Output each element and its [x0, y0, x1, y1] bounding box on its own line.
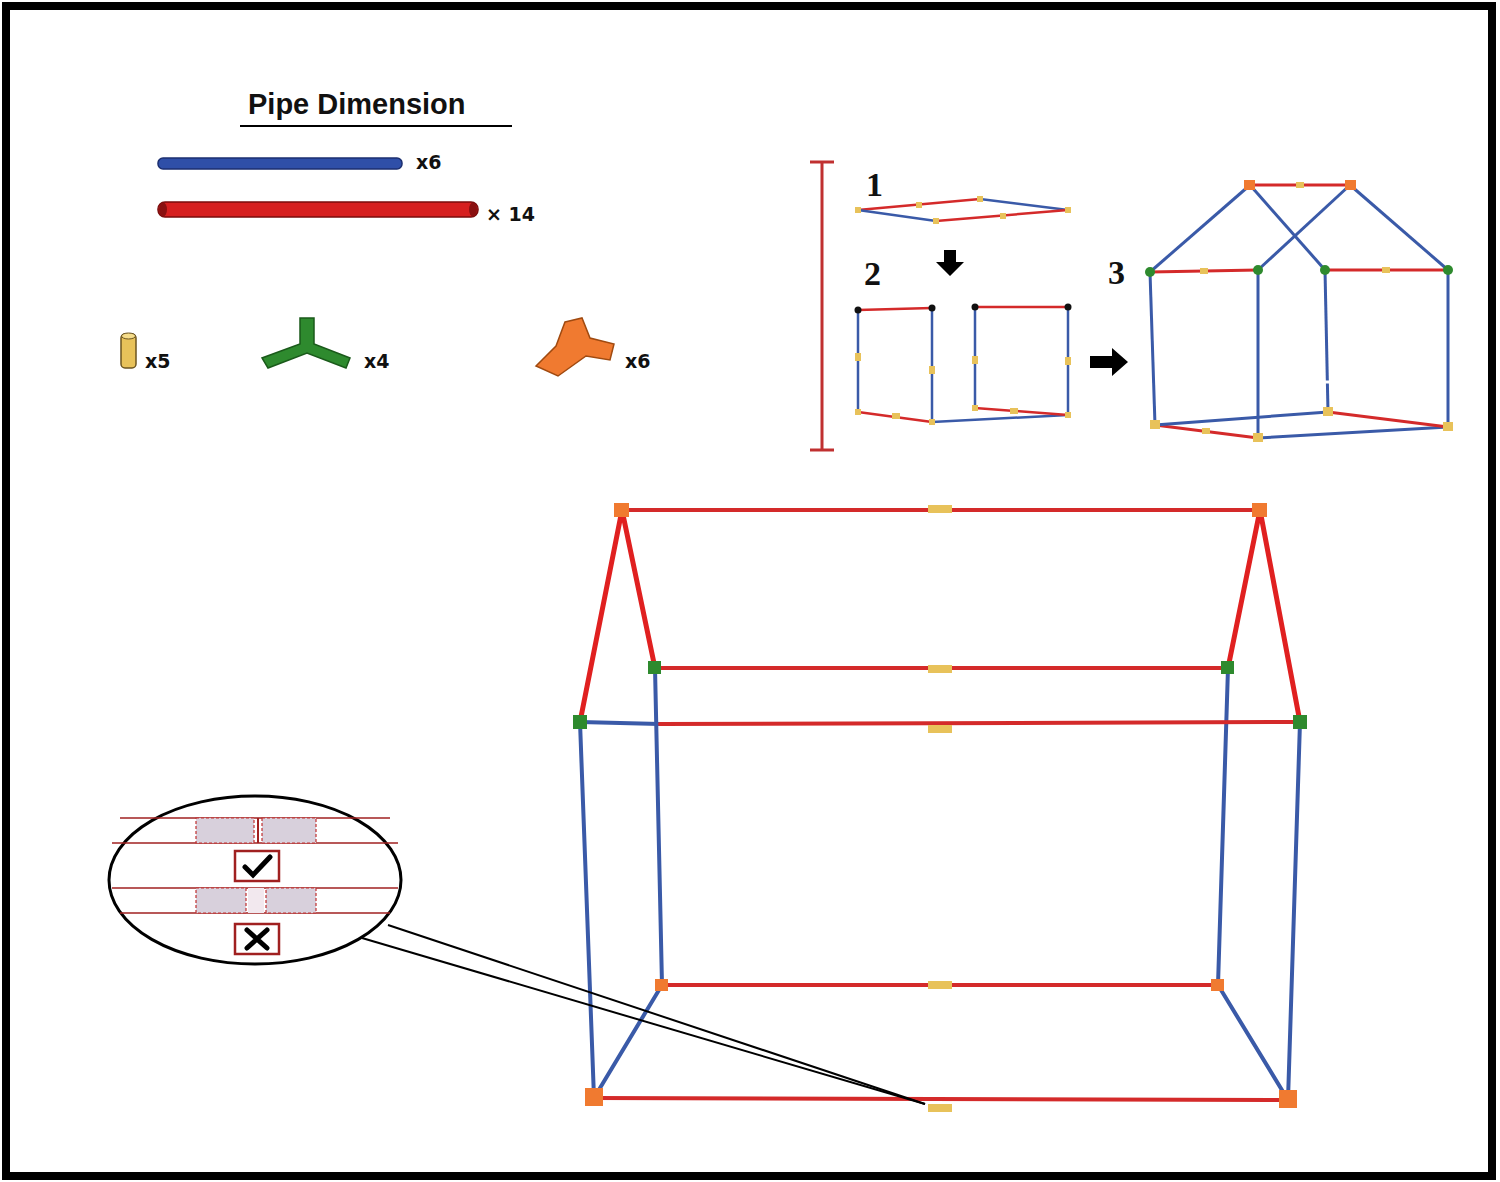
step-number: 1 [866, 168, 883, 202]
check-mark [245, 857, 270, 875]
frame [6, 6, 1492, 1176]
joint-callout [109, 796, 925, 1104]
step2-frames [855, 304, 1072, 426]
quantity-label: × 14 [486, 205, 535, 224]
quantity-label: x6 [416, 153, 441, 172]
step-number: 2 [864, 257, 881, 291]
parts-list [121, 158, 614, 376]
arrow-down [936, 250, 964, 276]
title: Pipe Dimension [248, 90, 466, 119]
quantity-label: x5 [145, 352, 170, 371]
step3-house [1145, 180, 1453, 442]
quantity-label: x6 [625, 352, 650, 371]
cross-mark [247, 930, 267, 948]
tent-frame [573, 503, 1307, 1112]
step-number: 3 [1108, 256, 1125, 290]
quantity-label: x4 [364, 352, 389, 371]
step1-frame [855, 196, 1071, 224]
underline [240, 125, 512, 127]
arrow-right [1090, 348, 1128, 376]
bracket [810, 162, 834, 450]
